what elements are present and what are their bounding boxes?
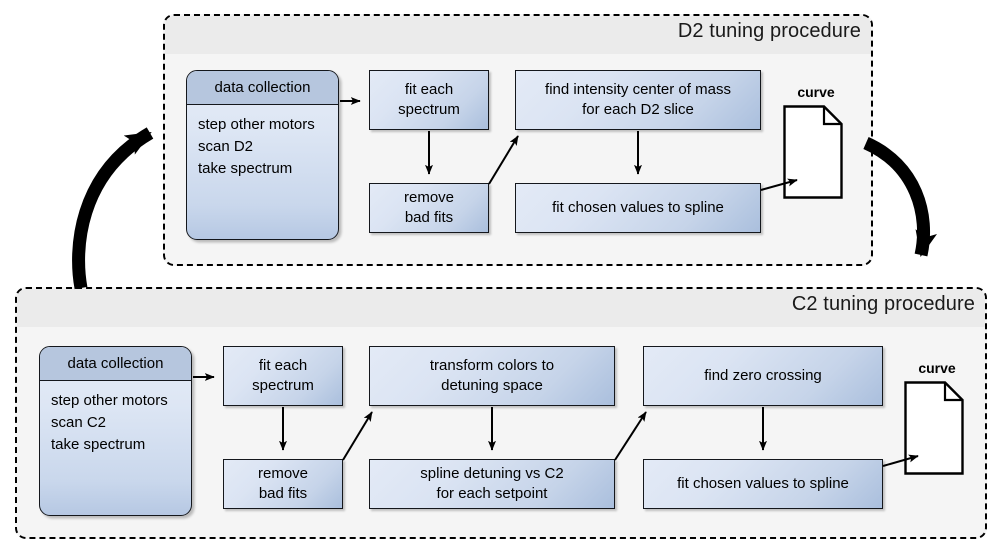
c2-dc-line-1: step other motors [51,392,168,409]
c2-step-spline-detuning-vs-c2[interactable]: spline detuning vs C2 for each setpoint [369,459,615,509]
c2-fit-line-2: spectrum [252,377,314,394]
c2-data-collection-box[interactable]: data collection step other motors scan C… [39,346,192,516]
c2-data-collection-body: step other motors scan C2 take spectrum [40,381,191,455]
c2-step-transform-colors-to-detuning-space[interactable]: transform colors to detuning space [369,346,615,406]
loop-arrow-d2-to-c2 [863,137,937,257]
c2-step-fit-each-spectrum[interactable]: fit each spectrum [223,346,343,406]
d2-data-collection-header: data collection [187,71,338,105]
c2-zero-line-1: find zero crossing [704,367,822,385]
c2-fit-line-1: fit each [258,357,308,375]
d2-dc-line-3: take spectrum [198,159,293,177]
d2-dc-line-2: scan D2 [198,137,254,155]
panel-d2-titlebar [165,16,871,54]
panel-c2-titlebar [17,289,985,327]
document-icon [904,381,964,475]
loop-arrow-c2-to-d2 [72,127,154,290]
c2-transform-line-1: transform colors to [429,357,555,375]
c2-curve-output[interactable]: curve [903,360,971,478]
d2-step-remove-bad-fits[interactable]: remove bad fits [369,183,489,233]
d2-remove-line-2: bad fits [404,209,454,226]
c2-dc-line-2: scan C2 [51,413,107,431]
d2-fit-line-1: fit each [404,81,454,99]
d2-com-line-1: find intensity center of mass [545,81,731,99]
d2-dc-line-1: step other motors [198,116,315,133]
d2-step-fit-chosen-values-to-spline[interactable]: fit chosen values to spline [515,183,761,233]
d2-data-collection-body: step other motors scan D2 take spectrum [187,105,338,179]
c2-remove-line-2: bad fits [258,485,308,502]
panel-c2-title: C2 tuning procedure [791,293,975,315]
d2-step-find-intensity-center-of-mass[interactable]: find intensity center of mass for each D… [515,70,761,130]
c2-remove-line-1: remove [257,465,309,483]
c2-curve-label: curve [918,360,956,376]
panel-d2-title: D2 tuning procedure [677,20,861,42]
c2-transform-line-2: detuning space [441,377,543,394]
c2-step-fit-chosen-values-to-spline[interactable]: fit chosen values to spline [643,459,883,509]
d2-com-line-2: for each D2 slice [582,101,694,118]
c2-data-collection-header: data collection [40,347,191,381]
d2-remove-line-1: remove [403,189,455,207]
d2-fit-line-2: spectrum [398,101,460,118]
d2-curve-output[interactable]: curve [782,84,850,202]
d2-step-fit-each-spectrum[interactable]: fit each spectrum [369,70,489,130]
d2-spline-line-1: fit chosen values to spline [552,199,724,217]
c2-spline-line-1: fit chosen values to spline [677,475,849,493]
d2-data-collection-box[interactable]: data collection step other motors scan D… [186,70,339,240]
c2-splinedet-line-2: for each setpoint [436,485,548,502]
c2-dc-line-3: take spectrum [51,435,146,453]
document-icon [783,105,843,199]
d2-curve-label: curve [797,84,835,100]
c2-splinedet-line-1: spline detuning vs C2 [420,465,564,483]
c2-step-remove-bad-fits[interactable]: remove bad fits [223,459,343,509]
c2-step-find-zero-crossing[interactable]: find zero crossing [643,346,883,406]
